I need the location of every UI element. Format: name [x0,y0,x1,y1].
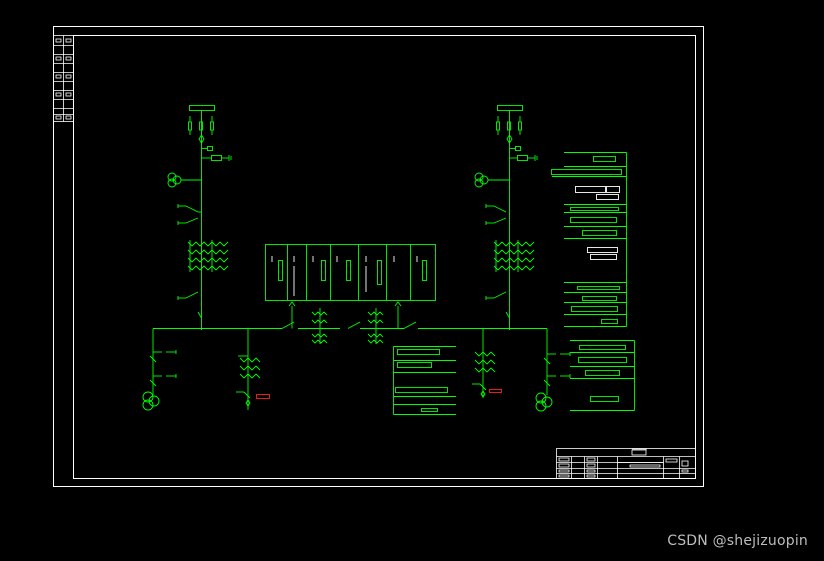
right-disconnector-1 [485,204,507,213]
bus-tie-ct-right [367,308,384,344]
equipment-table-center [393,346,456,415]
main-busbar [153,301,547,344]
left-transformer-coil-3 [142,399,154,411]
right-incoming-feeder [474,105,538,330]
revision-strip [53,35,74,122]
left-disconnector-1 [177,204,202,213]
title-block [556,448,696,479]
right-transformer-coil-1 [535,392,547,404]
right-feeder-label-box [497,105,523,111]
left-transformer-coil-1 [142,391,154,403]
right-feeder-marker [489,389,502,393]
bus-tie-ct-left [311,308,328,344]
right-transformer-coil-3 [535,400,547,412]
left-fuse-diamond [198,134,205,144]
left-disconnector-3 [177,291,199,300]
switchgear-cabinet-row [265,244,436,301]
right-outgoing-transformer-feeder [535,328,571,412]
drawing-frame [53,26,704,487]
right-disconnector-2 [485,217,507,225]
left-feeder-label-box [189,105,215,111]
right-disconnector-3 [485,291,507,300]
single-line-schematic [142,105,635,415]
right-transformer-coil-2 [541,396,553,408]
left-feeder-marker [256,394,270,399]
right-surge-arresters [496,116,522,135]
equipment-table-right-upper [551,152,627,327]
inner-border [73,35,696,479]
watermark-text: CSDN @shejizuopin [667,533,808,549]
right-voltage-transformer [474,172,510,188]
left-transformer-coil-2 [148,395,160,407]
left-surge-arresters [188,116,214,135]
right-current-transformers [493,240,535,272]
equipment-table-right-lower [570,340,635,411]
left-incoming-feeder [167,105,232,330]
left-current-transformers [187,240,229,272]
right-fuse-diamond [506,134,513,144]
left-disconnector-2 [177,217,199,225]
right-outgoing-cable-feeder [472,328,502,398]
left-outgoing-transformer-feeder [142,328,177,411]
left-outgoing-cable-feeder [236,328,270,410]
outer-border [53,26,704,487]
left-voltage-transformer [167,172,202,188]
